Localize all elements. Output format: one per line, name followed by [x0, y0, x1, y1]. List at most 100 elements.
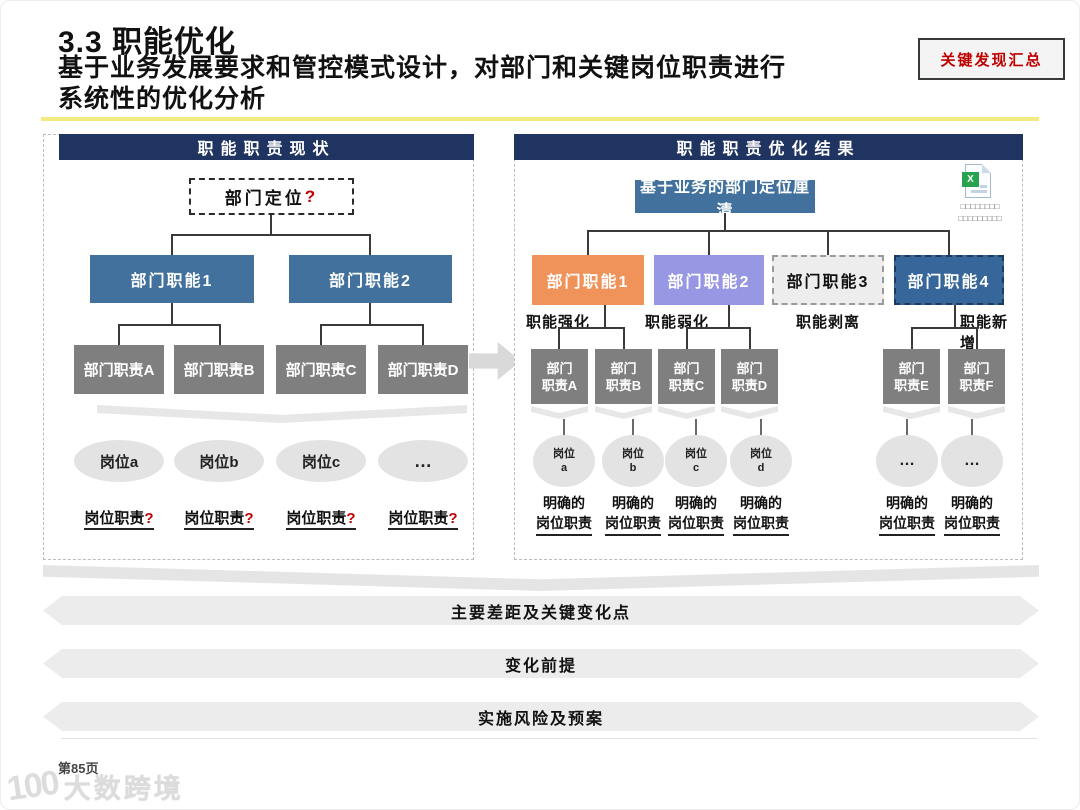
connector-line — [760, 419, 762, 435]
dept-responsibility-b-box: 部门职责B — [174, 345, 264, 394]
opt-function-4-box: 部门职能4 — [894, 255, 1004, 305]
opt-position-more-ellipse: … — [876, 435, 938, 487]
down-chevron-icon — [948, 406, 1005, 419]
down-chevron-icon — [43, 565, 1039, 591]
connector-line — [320, 324, 322, 345]
down-chevron-icon — [595, 406, 652, 419]
clear-responsibility-label: 明确的 岗位职责 — [726, 493, 796, 536]
connector-line — [623, 327, 625, 349]
position-c-ellipse: 岗位c — [276, 440, 366, 482]
opt-position-a-ellipse: 岗位 a — [533, 435, 595, 487]
position-a-ellipse: 岗位a — [74, 440, 164, 482]
opt-position-more-ellipse: … — [941, 435, 1003, 487]
connector-line — [911, 327, 913, 349]
opt-function-2-box: 部门职能2 — [654, 255, 764, 305]
subtitle-line-1: 基于业务发展要求和管控模式设计，对部门和关键岗位职责进行 — [58, 54, 787, 82]
down-chevron-icon — [97, 405, 467, 423]
yellow-divider — [41, 117, 1039, 121]
clear-responsibility-label: 明确的 岗位职责 — [661, 493, 731, 536]
clear-responsibility-label: 明确的 岗位职责 — [937, 493, 1007, 536]
subtitle-line-2: 系统性的优化分析 — [58, 85, 267, 113]
connector-line — [587, 230, 589, 255]
tag-divest: 职能剥离 — [795, 314, 860, 331]
dept-function-2-box: 部门职能2 — [289, 255, 452, 303]
section-title: 职能优化 — [112, 26, 237, 59]
connector-line — [422, 324, 424, 345]
dept-positioning-box: 部门定位? — [189, 178, 354, 215]
position-b-ellipse: 岗位b — [174, 440, 264, 482]
opt-responsibility-c-box: 部门 职责C — [658, 349, 715, 404]
business-positioning-box: 基于业务的部门定位厘清 — [635, 179, 815, 220]
connector-line — [686, 327, 688, 349]
page-title: 3.3 职能优化 — [58, 17, 236, 61]
page-subtitle: 基于业务发展要求和管控模式设计，对部门和关键岗位职责进行 系统性的优化分析 — [58, 53, 918, 115]
folded-corner — [982, 164, 991, 173]
footer-divider — [61, 738, 1037, 739]
dept-function-1-box: 部门职能1 — [90, 255, 254, 303]
connector-line — [369, 303, 371, 324]
section-number: 3.3 — [58, 26, 103, 59]
connector-line — [171, 234, 371, 236]
position-responsibility-question: 岗位职责? — [271, 507, 371, 530]
opt-position-b-ellipse: 岗位 b — [602, 435, 664, 487]
logo-mark-icon: 100 — [4, 763, 61, 809]
sheet-line — [980, 185, 987, 188]
position-responsibility-question: 岗位职责? — [169, 507, 269, 530]
down-chevron-icon — [883, 406, 940, 419]
excel-x-glyph: X — [962, 172, 979, 187]
clear-responsibility-label: 明确的 岗位职责 — [872, 493, 942, 536]
excel-caption: □□□□□□□□ □□□□□□□□□ — [958, 202, 1002, 223]
connector-line — [563, 419, 565, 435]
watermark-text: 大数跨境 — [63, 774, 184, 804]
opt-function-1-box: 部门职能1 — [532, 255, 644, 305]
opt-function-3-box: 部门职能3 — [772, 255, 884, 305]
right-panel-header: 职能职责优化结果 — [514, 134, 1023, 160]
question-mark: ? — [304, 186, 319, 206]
dept-positioning-label: 部门定位 — [224, 189, 305, 208]
clear-responsibility-label: 明确的 岗位职责 — [598, 493, 668, 536]
opt-position-d-ellipse: 岗位 d — [730, 435, 792, 487]
excel-file-icon[interactable]: X — [962, 164, 991, 198]
left-panel-header: 职能职责现状 — [59, 134, 474, 160]
banner-gaps-changes: 主要差距及关键变化点 — [43, 596, 1039, 625]
down-chevron-icon — [658, 406, 715, 419]
tag-strengthen: 职能强化 — [526, 314, 591, 331]
connector-line — [369, 234, 371, 255]
connector-line — [632, 419, 634, 435]
clear-responsibility-label: 明确的 岗位职责 — [529, 493, 599, 536]
connector-line — [270, 215, 272, 234]
connector-line — [708, 230, 710, 255]
connector-line — [728, 305, 730, 327]
position-responsibility-question: 岗位职责? — [373, 507, 473, 530]
opt-responsibility-f-box: 部门 职责F — [948, 349, 1005, 404]
connector-line — [948, 230, 950, 255]
connector-line — [118, 324, 120, 345]
opt-responsibility-b-box: 部门 职责B — [595, 349, 652, 404]
opt-responsibility-d-box: 部门 职责D — [721, 349, 778, 404]
opt-position-c-ellipse: 岗位 c — [665, 435, 727, 487]
connector-line — [320, 324, 424, 326]
down-chevron-icon — [531, 406, 588, 419]
banner-change-premise: 变化前提 — [43, 649, 1039, 678]
current-state-panel: 职能职责现状 部门定位? 部门职能1 部门职能2 部门职责A 部门职责B 部门职… — [43, 134, 474, 560]
position-more-ellipse: … — [378, 440, 468, 482]
connector-line — [587, 230, 950, 232]
down-chevron-icon — [721, 406, 778, 419]
connector-line — [827, 230, 829, 255]
connector-line — [686, 327, 751, 329]
connector-line — [971, 419, 973, 435]
connector-line — [219, 324, 221, 345]
connector-line — [171, 303, 173, 324]
connector-line — [171, 234, 173, 255]
dept-responsibility-d-box: 部门职责D — [378, 345, 468, 394]
dept-responsibility-c-box: 部门职责C — [276, 345, 366, 394]
connector-line — [604, 305, 606, 327]
opt-responsibility-a-box: 部门 职责A — [531, 349, 588, 404]
key-findings-button[interactable]: 关键发现汇总 — [918, 38, 1065, 80]
connector-line — [976, 327, 978, 349]
dept-responsibility-a-box: 部门职责A — [74, 345, 164, 394]
page-number: 第85页 — [58, 761, 99, 776]
connector-line — [749, 327, 751, 349]
connector-line — [695, 419, 697, 435]
